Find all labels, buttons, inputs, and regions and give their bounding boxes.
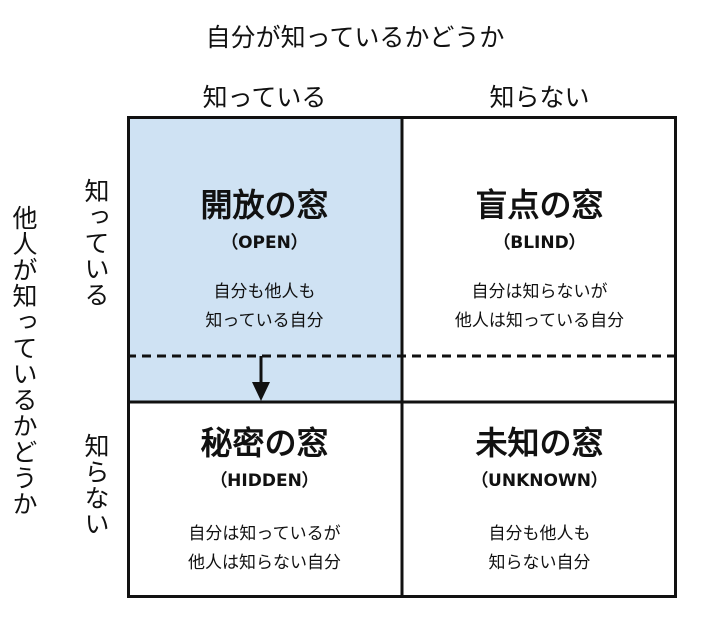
open-window-desc-line2: 知っている自分 xyxy=(205,311,324,331)
hidden-window-en: （HIDDEN） xyxy=(210,471,319,491)
row-header-dont-know: 知らない xyxy=(81,433,110,537)
open-window-cell: 開放の窓 （OPEN） 自分も他人も 知っている自分 xyxy=(127,116,402,402)
blind-window-cell: 盲点の窓 （BLIND） 自分は知らないが 他人は知っている自分 xyxy=(402,116,677,402)
unknown-window-desc-line1: 自分も他人も xyxy=(488,524,591,544)
open-window-desc-line1: 自分も他人も xyxy=(213,282,316,302)
unknown-window-en: （UNKNOWN） xyxy=(471,471,608,491)
hidden-window-title: 秘密の窓 xyxy=(200,424,329,462)
unknown-window-desc-line2: 知らない自分 xyxy=(488,553,591,573)
row-header-know: 知っている xyxy=(81,178,110,308)
johari-window-grid: 開放の窓 （OPEN） 自分も他人も 知っている自分 盲点の窓 （BLIND） … xyxy=(127,116,677,598)
open-window-en: （OPEN） xyxy=(221,233,308,253)
hidden-window-cell: 秘密の窓 （HIDDEN） 自分は知っているが 他人は知らない自分 xyxy=(127,402,402,598)
column-header-dont-know: 知らない xyxy=(489,83,590,112)
blind-window-desc-line2: 他人は知っている自分 xyxy=(454,311,625,331)
unknown-window-cell: 未知の窓 （UNKNOWN） 自分も他人も 知らない自分 xyxy=(402,402,677,598)
column-header-know: 知っている xyxy=(202,83,327,112)
left-axis-title: 他人が知っているかどうか xyxy=(9,205,38,517)
hidden-window-desc-line2: 他人は知らない自分 xyxy=(188,553,341,573)
top-axis-title: 自分が知っているかどうか xyxy=(205,23,505,52)
unknown-window-title: 未知の窓 xyxy=(475,424,604,462)
open-window-title: 開放の窓 xyxy=(200,186,329,224)
blind-window-title: 盲点の窓 xyxy=(475,186,604,224)
grid-lines xyxy=(127,116,677,598)
blind-window-desc-line1: 自分は知らないが xyxy=(471,282,608,302)
hidden-window-desc-line1: 自分は知っているが xyxy=(188,524,341,544)
blind-window-en: （BLIND） xyxy=(493,233,586,253)
expansion-arrow-head xyxy=(252,382,270,401)
